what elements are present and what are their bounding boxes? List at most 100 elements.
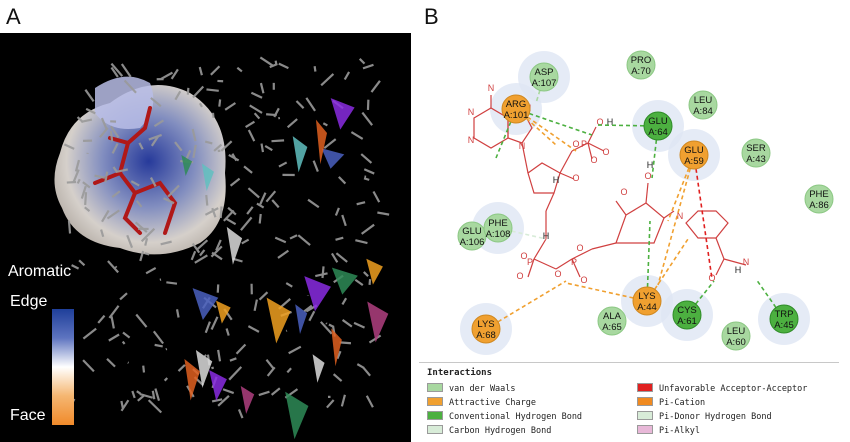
bond-stick: [260, 143, 265, 153]
bond-stick: [278, 161, 288, 168]
residue-name: LEU: [694, 95, 713, 106]
bond-stick: [84, 206, 91, 212]
bond-stick: [198, 102, 203, 108]
bond-stick: [136, 390, 142, 395]
panel-a-label: A: [6, 4, 21, 29]
bond-stick: [167, 184, 180, 198]
bond-stick: [140, 227, 156, 243]
bond-stick: [130, 180, 140, 187]
residue-name: PHE: [809, 189, 829, 200]
ribbon-segment: [295, 304, 308, 335]
residue-disc: [471, 314, 501, 344]
legend-label: Unfavorable Acceptor-Acceptor: [659, 384, 808, 394]
ligand-sticks: [93, 106, 178, 235]
bond-stick: [120, 399, 130, 412]
residue-number: A:84: [693, 106, 713, 117]
bond-stick: [295, 100, 305, 109]
bond-stick: [139, 250, 145, 262]
bond-stick: [368, 279, 372, 285]
bond-stick: [211, 398, 223, 403]
colorbar-edge-label: Edge: [10, 293, 48, 310]
bond-stick: [152, 330, 165, 345]
bond-stick: [253, 112, 261, 120]
bond-stick: [217, 349, 222, 362]
bond-stick: [277, 249, 290, 259]
bond-stick: [104, 171, 109, 183]
bond-stick: [362, 63, 374, 70]
bond-stick: [343, 71, 351, 81]
bond-stick: [160, 71, 174, 80]
atom-label: N: [519, 141, 526, 151]
ribbon-segment: [304, 276, 331, 312]
bond-stick: [154, 388, 161, 402]
bond-stick: [341, 297, 348, 305]
bond-stick: [80, 185, 87, 199]
bond-stick: [247, 187, 260, 199]
atom-label: O: [708, 273, 715, 283]
bond-stick: [355, 239, 368, 245]
bond-stick: [377, 211, 390, 216]
bond-stick: [259, 192, 267, 205]
bond-stick: [144, 238, 149, 246]
ribbon-segment: [184, 358, 200, 401]
bond-stick: [225, 328, 230, 336]
residue-number: A:106: [460, 237, 485, 248]
bond-stick: [325, 322, 328, 325]
bond-stick: [170, 68, 179, 80]
bond-stick: [323, 138, 337, 150]
residue-disc: [804, 184, 834, 214]
bond-stick: [307, 198, 320, 209]
bond-stick: [211, 366, 215, 370]
bond-stick: [149, 177, 157, 187]
bond-stick: [110, 125, 120, 139]
bond-stick: [258, 390, 270, 397]
aromatic-colorbar: [52, 309, 74, 425]
bond-stick: [356, 201, 366, 206]
ribbon-segment: [240, 386, 255, 414]
bond-stick: [313, 66, 317, 72]
residue-name: LYS: [477, 319, 494, 330]
bond-stick: [256, 202, 265, 209]
bond-stick: [126, 234, 134, 249]
residue-disc: [672, 300, 702, 330]
atom-label: O: [580, 275, 587, 285]
bond-stick: [274, 236, 287, 244]
bond-stick: [334, 207, 340, 216]
residue-number: A:44: [637, 302, 657, 313]
ribbon-segment: [181, 155, 193, 177]
bond-stick: [100, 229, 105, 238]
bond-stick: [151, 390, 156, 400]
bond-stick: [123, 79, 137, 94]
bond-stick: [353, 321, 366, 329]
bond-stick: [108, 333, 120, 342]
atom-label: N: [488, 83, 495, 93]
bond-stick: [330, 252, 339, 263]
legend-item-vdw: van der Waals: [427, 383, 516, 394]
ribbon-segment: [321, 148, 345, 169]
residue-disc: [597, 306, 627, 336]
legend-label: Pi-Cation: [659, 398, 706, 408]
bond-stick: [148, 133, 162, 141]
atom-label: O: [596, 117, 603, 127]
bond-stick: [100, 117, 108, 130]
atom-label: H: [735, 265, 742, 275]
bond-stick: [258, 213, 262, 224]
bond-stick: [107, 260, 119, 274]
bond-stick: [213, 143, 223, 152]
bond-stick: [84, 89, 95, 102]
bond-stick: [215, 239, 222, 251]
bond-stick: [192, 85, 205, 99]
ribbon-segment: [312, 354, 325, 383]
bond-stick: [264, 145, 273, 152]
bond-stick: [109, 130, 114, 142]
bond-stick: [258, 291, 269, 301]
bond-stick: [229, 177, 241, 187]
bond-stick: [110, 316, 115, 329]
interaction-line: [646, 238, 689, 302]
bond-stick: [297, 234, 311, 246]
residue-name: TRP: [775, 309, 794, 320]
bond-stick: [321, 266, 325, 279]
bond-stick: [259, 82, 265, 94]
bond-stick: [63, 143, 75, 150]
bond-stick: [121, 340, 126, 345]
